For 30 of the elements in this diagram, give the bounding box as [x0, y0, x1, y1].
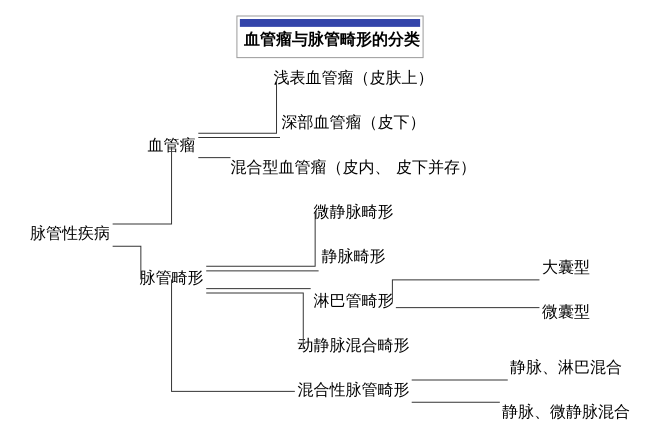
connector — [206, 292, 304, 348]
connector — [112, 246, 142, 280]
node-text: 微囊型 — [542, 302, 590, 321]
node-text: 大囊型 — [542, 257, 590, 276]
node-text: 血管瘤 — [148, 135, 196, 154]
connector — [392, 279, 540, 303]
connector — [206, 270, 320, 272]
connector — [198, 157, 231, 158]
node-text: 静脉、淋巴混合 — [510, 357, 622, 376]
node-text: 静脉畸形 — [321, 246, 386, 266]
connector — [198, 137, 280, 138]
connector — [171, 278, 296, 392]
diagram-title: 血管瘤与脉管畸形的分类 — [244, 30, 420, 49]
connector — [411, 379, 508, 380]
connector — [112, 146, 172, 224]
connector — [395, 307, 540, 308]
node-text: 动静脉混合畸形 — [297, 336, 410, 355]
node-text: 混合型血管瘤（皮内、 皮下并存） — [230, 157, 476, 176]
node-text: 淋巴管畸形 — [313, 290, 394, 310]
node-text: 浅表血管瘤（皮肤上） — [273, 68, 434, 88]
node-text: 混合性脉管畸形 — [297, 380, 410, 400]
node-text: 脉管性疾病 — [30, 224, 110, 243]
node-text: 深部血管瘤（皮下） — [281, 112, 426, 132]
node-text: 脉管畸形 — [140, 268, 204, 288]
node-text: 微静脉畸形 — [313, 202, 394, 221]
node-text: 静脉、微静脉混合 — [502, 402, 630, 421]
connector — [411, 402, 500, 403]
connector — [206, 288, 312, 290]
connector — [198, 78, 278, 134]
connector — [206, 212, 316, 267]
